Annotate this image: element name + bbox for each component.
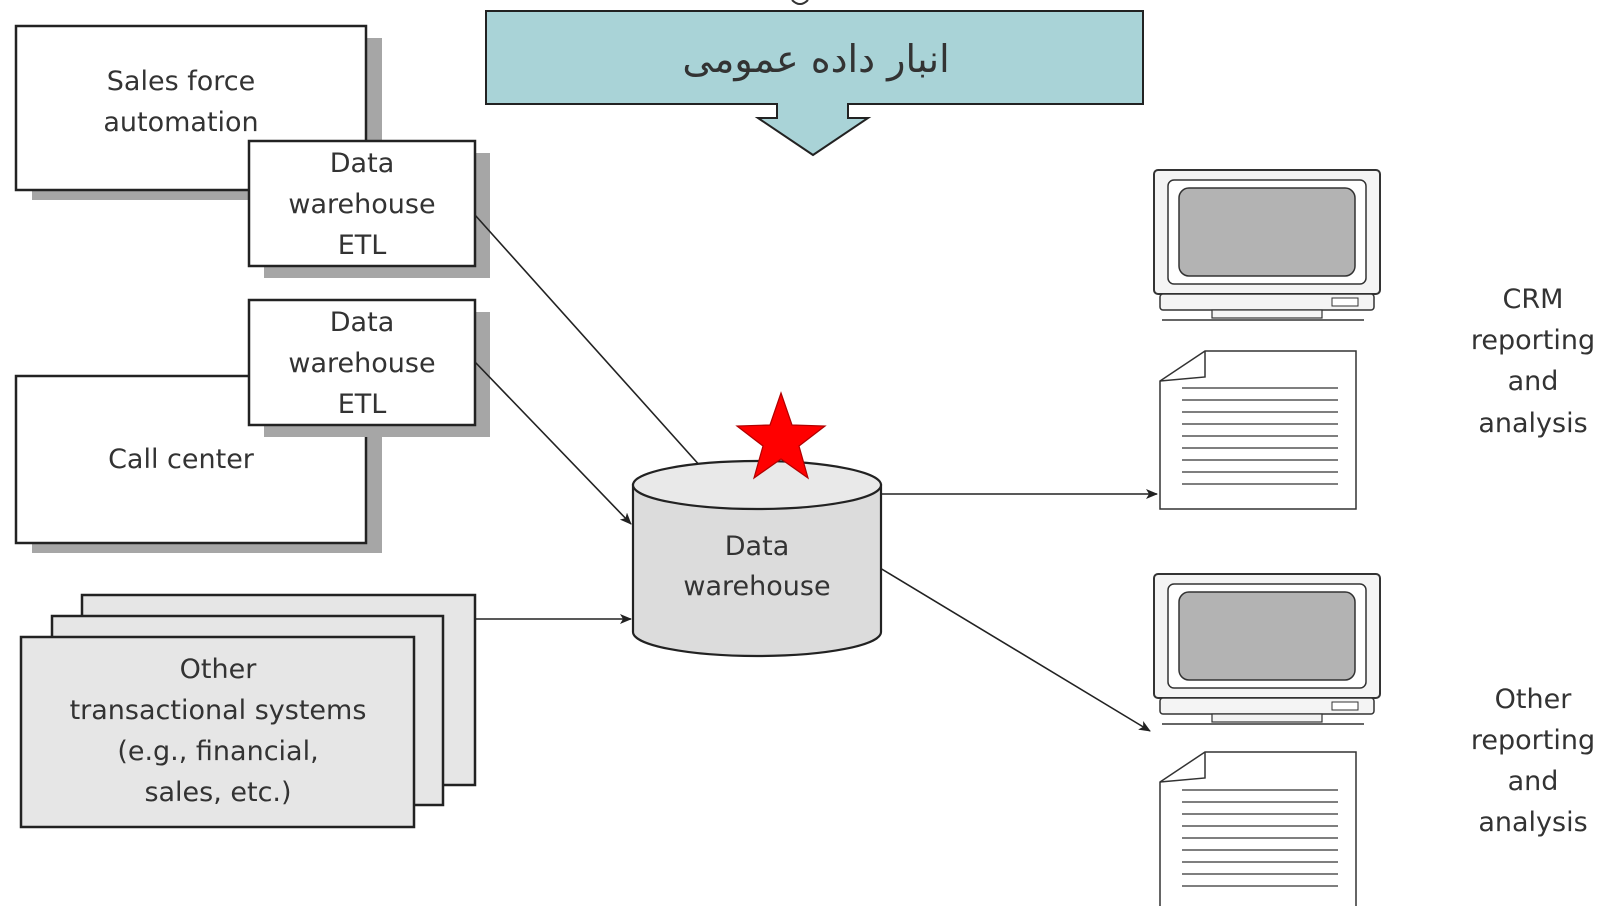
document-lines (1182, 789, 1338, 887)
etl-box-top: Data warehouse ETL (247, 139, 490, 278)
banner-title: انبار داده عمومی (682, 37, 949, 82)
other-transactional-line-4: sales, etc.) (144, 777, 291, 808)
document-lines (1182, 387, 1338, 485)
warehouse-line-1: Data (725, 531, 789, 562)
crm-line-2: reporting (1471, 325, 1595, 356)
data-warehouse-cylinder: Data warehouse (631, 459, 883, 658)
monitor-screen (1178, 591, 1356, 681)
etl-box-bottom: Data warehouse ETL (247, 298, 490, 437)
other-reporting-line-1: Other (1495, 684, 1573, 715)
banner-arrow-shape (485, 10, 1144, 157)
star-icon (735, 391, 827, 480)
arrow-etl-bottom-to-warehouse (474, 361, 632, 525)
etl-bottom-line-1: Data (330, 307, 394, 338)
warehouse-line-2: warehouse (683, 571, 830, 602)
other-reporting-line-4: analysis (1478, 807, 1587, 838)
document-fold (1159, 351, 1206, 382)
crm-line-4: analysis (1478, 408, 1587, 439)
other-reporting-line-2: reporting (1471, 725, 1595, 756)
box-frame (247, 298, 477, 427)
banner-callout: انبار داده عمومی (485, 10, 1144, 157)
document-sheet (1159, 751, 1357, 906)
crm-reporting-label: CRM reporting and analysis (1471, 284, 1595, 439)
sales-force-line-1: Sales force (107, 66, 255, 97)
other-reporting-label: Other reporting and analysis (1471, 684, 1595, 838)
etl-bottom-line-3: ETL (338, 389, 387, 420)
etl-top-line-3: ETL (338, 230, 387, 261)
cylinder-top (631, 459, 883, 511)
document-fold (1159, 752, 1206, 783)
monitor-drive (1331, 701, 1359, 711)
box-frame (247, 139, 477, 268)
report-document-icon (1159, 350, 1357, 510)
other-reporting-line-3: and (1508, 766, 1559, 797)
report-document-icon (1159, 751, 1357, 906)
arrow-etl-top-to-warehouse (474, 214, 720, 488)
other-transactional-line-1: Other (180, 654, 258, 685)
crm-line-3: and (1508, 366, 1559, 397)
other-transactional-line-2: transactional systems (70, 695, 367, 726)
stack-sheet-front (19, 635, 416, 829)
call-center-label: Call center (108, 444, 255, 475)
monitor-foot (1211, 713, 1323, 723)
sales-force-line-2: automation (103, 107, 258, 138)
computer-monitor-icon (1153, 573, 1381, 725)
other-transactional-systems-stack: Other transactional systems (e.g., finan… (19, 593, 477, 829)
monitor-foot (1211, 309, 1323, 319)
cylinder-body (631, 483, 883, 658)
top-edge-arc (791, 0, 809, 5)
monitor-screen (1178, 187, 1356, 277)
other-transactional-line-3: (e.g., financial, (117, 736, 318, 767)
etl-top-line-2: warehouse (288, 189, 435, 220)
arrow-warehouse-to-other-reporting (879, 567, 1151, 732)
computer-monitor-icon (1153, 169, 1381, 321)
etl-top-line-1: Data (330, 148, 394, 179)
sales-force-automation-box: Sales force automation (14, 24, 382, 200)
document-sheet (1159, 350, 1357, 510)
monitor-drive (1331, 297, 1359, 307)
crm-line-1: CRM (1503, 284, 1564, 315)
etl-bottom-line-2: warehouse (288, 348, 435, 379)
